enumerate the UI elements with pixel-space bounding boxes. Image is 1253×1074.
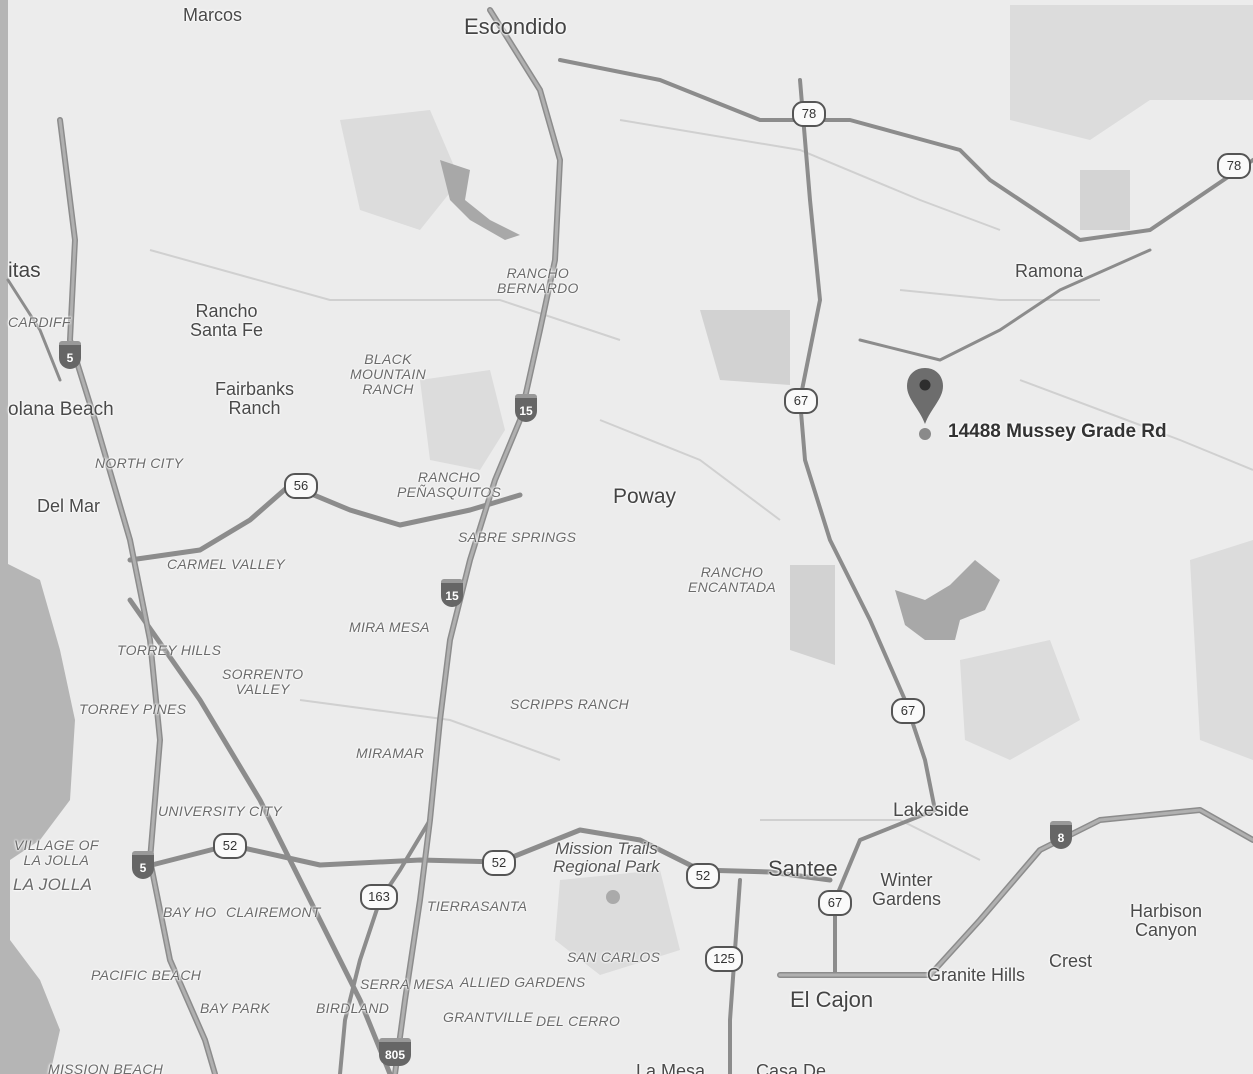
route-78-shield: 78: [1217, 153, 1251, 179]
route-78-shield: 78: [792, 101, 826, 127]
place-label-winter-gardens: Winter Gardens: [872, 870, 942, 910]
lake-small: [440, 160, 520, 240]
interstate-805-shield: 805: [379, 1038, 411, 1066]
interstate-5-shield: 5: [132, 851, 154, 879]
place-label-granite-hills: Granite Hills: [927, 965, 1026, 985]
place-label-torrey-pines: TORREY PINES: [79, 701, 187, 717]
interstate-8-shield: 8: [1050, 821, 1072, 849]
route-52-shield: 52: [686, 863, 720, 889]
place-label-black-mountain-ranch: BLACK MOUNTAIN RANCH: [350, 351, 427, 398]
place-label-carmel-valley: CARMEL VALLEY: [167, 556, 286, 572]
place-label-rancho-santa-fe: Rancho Santa Fe: [190, 301, 264, 341]
place-label-santee: Santee: [768, 856, 838, 881]
place-label-cardiff: CARDIFF: [8, 314, 71, 330]
place-label-harbison-canyon: Harbison Canyon: [1130, 901, 1203, 941]
place-label-sorrento-valley: SORRENTO VALLEY: [222, 666, 304, 698]
place-label-marcos: Marcos: [183, 5, 243, 25]
place-label-bay-ho: BAY HO: [163, 904, 217, 920]
route-163-shield: 163: [360, 884, 398, 910]
place-label-tierrasanta: TIERRASANTA: [427, 898, 528, 914]
park-icon: [606, 890, 620, 904]
route-125-shield: 125: [705, 946, 743, 972]
interstate-15-shield: 15: [441, 579, 463, 607]
place-label-mira-mesa: MIRA MESA: [349, 619, 430, 635]
place-label-mission-trails: Mission Trails Regional Park: [553, 839, 660, 877]
place-label-university-city: UNIVERSITY CITY: [158, 803, 283, 819]
place-label-el-cajon: El Cajon: [790, 987, 874, 1012]
route-67-shield: 67: [784, 388, 818, 414]
place-label-lakeside: Lakeside: [893, 800, 970, 821]
place-label-allied-gardens: ALLIED GARDENS: [460, 974, 586, 990]
place-label-del-mar: Del Mar: [37, 496, 101, 516]
place-label-scripps-ranch: SCRIPPS RANCH: [510, 696, 630, 712]
place-label-crest: Crest: [1049, 951, 1093, 971]
interstate-15-shield: 15: [515, 394, 537, 422]
place-label-pacific-beach: PACIFIC BEACH: [91, 967, 202, 983]
interstate-5-shield: 5: [59, 341, 81, 369]
map-pin-icon[interactable]: [905, 366, 945, 441]
place-label-encinitas: itas: [8, 259, 41, 282]
place-label-miramar: MIRAMAR: [356, 745, 425, 761]
place-label-la-mesa: La Mesa: [636, 1062, 706, 1074]
place-label-sabre-springs: SABRE SPRINGS: [458, 529, 577, 545]
local-roads: [149, 119, 1253, 861]
route-67-shield: 67: [891, 698, 925, 724]
route-52-shield: 52: [213, 833, 247, 859]
place-label-torrey-hills: TORREY HILLS: [117, 642, 222, 658]
place-label-la-jolla: LA JOLLA: [13, 875, 93, 894]
place-label-san-carlos: SAN CARLOS: [567, 949, 661, 965]
place-label-fairbanks-ranch: Fairbanks Ranch: [215, 379, 295, 419]
place-label-poway: Poway: [613, 485, 677, 508]
place-label-rancho-encantada: RANCHO ENCANTADA: [688, 564, 777, 596]
route-67-shield: 67: [818, 890, 852, 916]
place-label-birdland: BIRDLAND: [316, 1000, 390, 1016]
place-label-grantville: GRANTVILLE: [443, 1009, 534, 1025]
route-52-shield: 52: [482, 850, 516, 876]
place-label-bay-park: BAY PARK: [200, 1000, 271, 1016]
place-label-clairemont: CLAIREMONT: [226, 904, 321, 920]
place-label-mission-beach: MISSION BEACH: [48, 1061, 164, 1074]
ocean: [0, 0, 75, 1074]
place-label-serra-mesa: SERRA MESA: [360, 976, 455, 992]
route-56-shield: 56: [284, 473, 318, 499]
place-label-rancho-bernardo: RANCHO BERNARDO: [497, 265, 579, 297]
place-label-north-city: NORTH CITY: [95, 455, 184, 471]
place-label-escondido: Escondido: [464, 14, 567, 39]
place-label-village-of-la-jolla: VILLAGE OF LA JOLLA: [14, 837, 99, 869]
place-label-solana-beach: olana Beach: [8, 399, 114, 420]
place-label-rancho-penasquitos: RANCHO PEÑASQUITOS: [397, 469, 502, 501]
marker-address-label[interactable]: 14488 Mussey Grade Rd: [948, 421, 1167, 442]
lake: [895, 560, 1000, 640]
place-label-ramona: Ramona: [1015, 261, 1084, 281]
place-label-del-cerro: DEL CERRO: [536, 1013, 621, 1029]
highways-inner: [58, 8, 1253, 1074]
place-label-casa-de-oro: Casa De: [756, 1062, 827, 1074]
terrain-layer: [340, 5, 1253, 975]
